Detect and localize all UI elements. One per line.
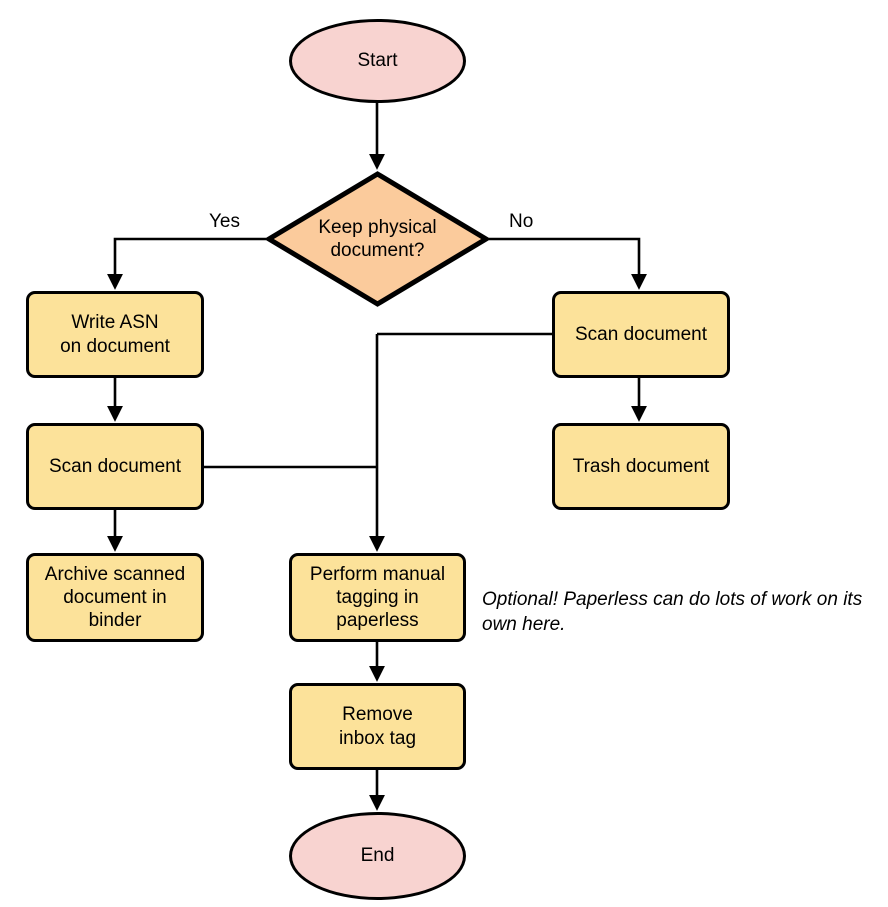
node-archive-scanned-document[interactable]: Archive scanned document in binder: [26, 553, 204, 642]
node-scan-document-left-label: Scan document: [48, 455, 182, 477]
node-end-label: End: [360, 845, 395, 867]
note-optional: Optional! Paperless can do lots of work …: [482, 589, 863, 636]
edge-decision-no-to-scan-right: [489, 237, 648, 290]
node-start-label: Start: [357, 50, 398, 72]
node-remove-inbox-tag-label: Remove inbox tag: [338, 704, 417, 749]
node-archive-scanned-document-label: Archive scanned document in binder: [44, 563, 186, 632]
node-keep-physical-document[interactable]: Keep physical document?: [266, 171, 489, 307]
diamond-shape: [266, 171, 489, 307]
node-trash-document-label: Trash document: [572, 455, 710, 477]
node-start[interactable]: Start: [289, 19, 466, 103]
node-end[interactable]: End: [289, 812, 466, 900]
node-write-asn[interactable]: Write ASN on document: [26, 291, 204, 378]
node-manual-tagging[interactable]: Perform manual tagging in paperless: [289, 553, 466, 642]
edge-label-no: No: [509, 211, 534, 232]
node-manual-tagging-label: Perform manual tagging in paperless: [309, 563, 446, 632]
node-trash-document[interactable]: Trash document: [552, 423, 730, 510]
node-scan-document-right-label: Scan document: [574, 323, 708, 345]
node-write-asn-label: Write ASN on document: [60, 312, 170, 357]
node-scan-document-right[interactable]: Scan document: [552, 291, 730, 378]
node-keep-physical-document-label: Keep physical document?: [318, 216, 437, 261]
node-scan-document-left[interactable]: Scan document: [26, 423, 204, 510]
edge-decision-yes-to-write-asn: [106, 237, 266, 290]
node-remove-inbox-tag[interactable]: Remove inbox tag: [289, 683, 466, 770]
edge-label-yes: Yes: [209, 211, 240, 232]
